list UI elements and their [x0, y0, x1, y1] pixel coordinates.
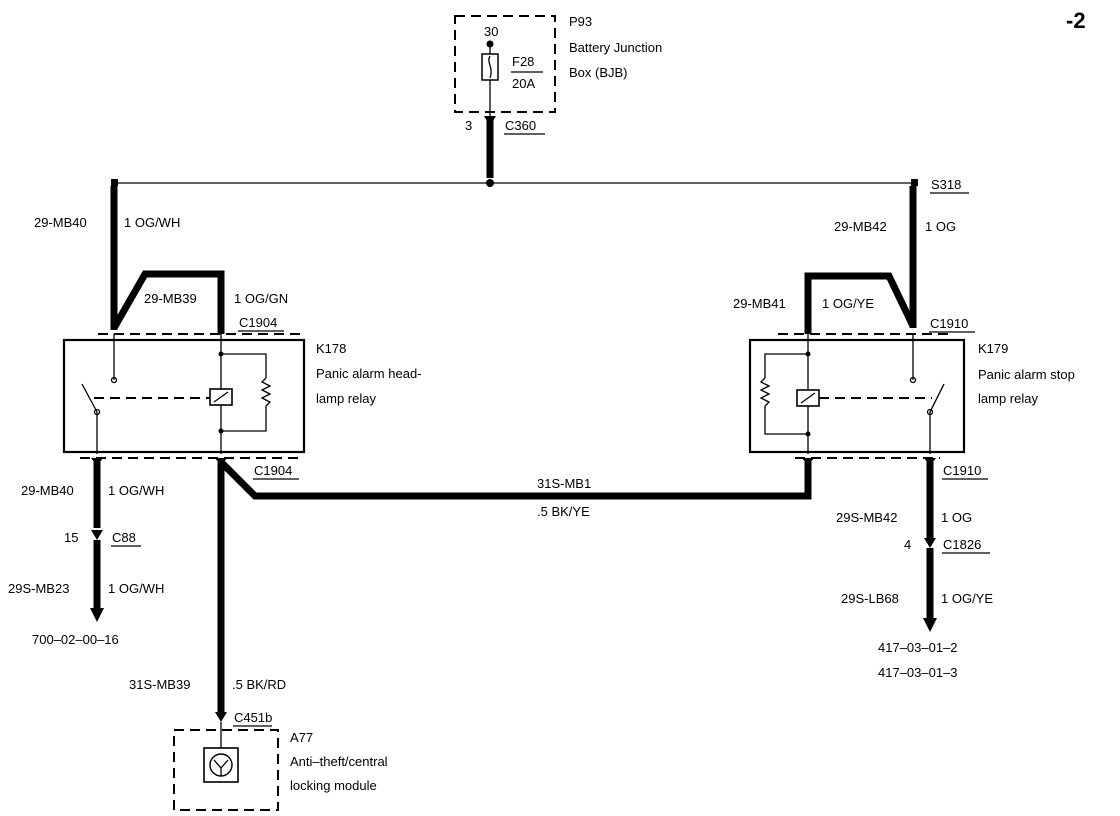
relay-k178 [62, 334, 306, 454]
c451b-connector-icon [215, 712, 227, 722]
c88-label: C88 [112, 530, 136, 545]
relay-k178-name-line1: Panic alarm head- [316, 366, 422, 381]
c88-connector-icon [91, 530, 103, 540]
bjb-name-line2: Box (BJB) [569, 65, 628, 80]
relay-k179 [748, 334, 966, 454]
wire-29s-mb42-label: 29S-MB42 [836, 510, 897, 525]
wire-29-mb40-label: 29-MB40 [34, 215, 87, 230]
wire-29s-lb68-label: 29S-LB68 [841, 591, 899, 606]
wire-29-mb42-color: 1 OG [925, 219, 956, 234]
relay-k179-id: K179 [978, 341, 1008, 356]
c1904-top-label: C1904 [239, 315, 277, 330]
wire-31s-mb39-label: 31S-MB39 [129, 677, 190, 692]
module-a77-name-line1: Anti–theft/central [290, 754, 388, 769]
relay-k178-outline [62, 338, 306, 454]
wire-29-mb40-out-color: 1 OG/WH [108, 483, 164, 498]
wire-29s-mb42-color: 1 OG [941, 510, 972, 525]
ref-417-03-01-2: 417–03–01–2 [878, 640, 958, 655]
bjb-id: P93 [569, 14, 592, 29]
module-a77-id: A77 [290, 730, 313, 745]
wire-29-mb40-color: 1 OG/WH [124, 215, 180, 230]
c451b-label: C451b [234, 710, 272, 725]
bjb-name-line1: Battery Junction [569, 40, 662, 55]
c1826-label: C1826 [943, 537, 981, 552]
wire-31s-mb39-color: .5 BK/RD [232, 677, 286, 692]
relay-k178-name-line2: lamp relay [316, 391, 376, 406]
wire-31s-mb1-label: 31S-MB1 [537, 476, 591, 491]
wire-29-mb39-jumper [110, 270, 225, 334]
wire-29-mb39-label: 29-MB39 [144, 291, 197, 306]
fuse-id: F28 [512, 54, 534, 69]
relay-k179-resistor-icon [759, 377, 771, 407]
fuse-element-icon [488, 55, 492, 79]
page-number: -2 [1066, 8, 1086, 33]
c1826-pin: 4 [904, 537, 911, 552]
relay-k178-switch-icon [81, 383, 98, 413]
c360-label: C360 [505, 118, 536, 133]
wire-29-mb41-jumper [804, 272, 917, 334]
wire-29-mb41-label: 29-MB41 [733, 296, 786, 311]
c1826-connector-icon [924, 538, 936, 548]
c360-pin: 3 [465, 118, 472, 133]
arrow-down-icon [923, 618, 937, 632]
relay-k179-name-line2: lamp relay [978, 391, 1038, 406]
battery-junction-box: 30 F28 20A P93 Battery Junction Box (BJB… [454, 14, 662, 113]
relay-k179-name-line1: Panic alarm stop [978, 367, 1075, 382]
ref-700-02-00-16: 700–02–00–16 [32, 632, 119, 647]
module-a77-name-line2: locking module [290, 778, 377, 793]
fuse-rating: 20A [512, 76, 535, 91]
ref-417-03-01-3: 417–03–01–3 [878, 665, 958, 680]
c1910-top-label: C1910 [930, 316, 968, 331]
module-a77-outline [173, 729, 279, 811]
wire-29-mb41-color: 1 OG/YE [822, 296, 874, 311]
wire-29s-mb23-label: 29S-MB23 [8, 581, 69, 596]
c1910-bottom-label: C1910 [943, 463, 981, 478]
bjb-outline [454, 15, 556, 113]
wire-29-mb40-out-label: 29-MB40 [21, 483, 74, 498]
arrow-down-icon [90, 608, 104, 622]
wire-29s-lb68-color: 1 OG/YE [941, 591, 993, 606]
electronic-module-icon [203, 747, 239, 783]
relay-k179-outline [748, 338, 966, 454]
wire-29-mb39-color: 1 OG/GN [234, 291, 288, 306]
wire-31s-mb1-color: .5 BK/YE [537, 504, 590, 519]
wire-29s-mb23-color: 1 OG/WH [108, 581, 164, 596]
relay-k178-resistor-icon [260, 377, 272, 407]
c88-pin: 15 [64, 530, 78, 545]
bjb-terminal-label: 30 [484, 24, 498, 39]
module-a77 [173, 729, 279, 811]
wire-31s-mb1 [218, 459, 812, 500]
relay-k179-switch-icon [929, 383, 945, 413]
wire-29-mb42-label: 29-MB42 [834, 219, 887, 234]
relay-k178-id: K178 [316, 341, 346, 356]
splice-node [486, 179, 494, 187]
splice-label: S318 [931, 177, 961, 192]
c1904-bottom-label: C1904 [254, 463, 292, 478]
